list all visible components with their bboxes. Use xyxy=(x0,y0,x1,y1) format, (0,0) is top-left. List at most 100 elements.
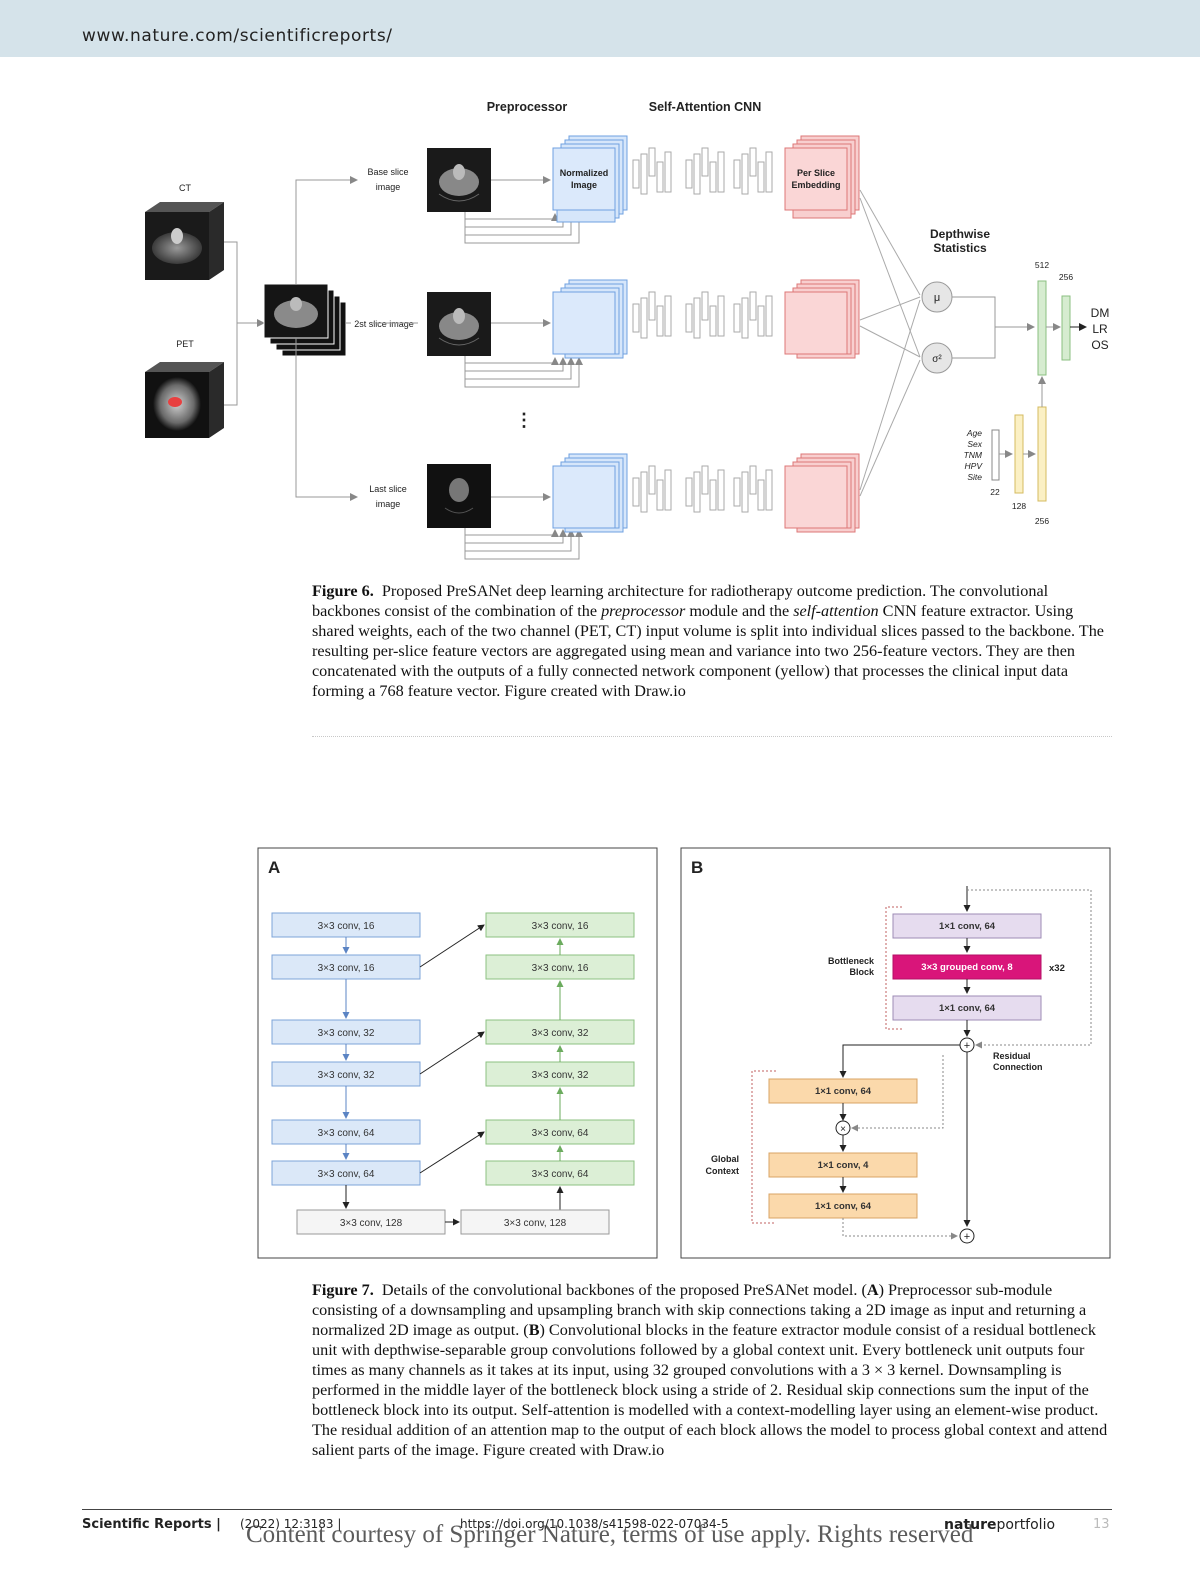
figure-7-caption: Figure 7. Details of the convolutional b… xyxy=(312,1281,1108,1459)
a-bottom-left: 3×3 conv, 128 xyxy=(340,1218,403,1229)
footer-brand: natureportfolio xyxy=(944,1517,1056,1533)
last-slice-label-1: Last slice xyxy=(369,484,407,494)
a-bottom-left-box xyxy=(296,1209,446,1235)
residual-path xyxy=(967,889,1092,1049)
fc-512 xyxy=(1037,280,1047,376)
panel-a-right-branch: 3×3 conv, 16 3×3 conv, 16 3×3 conv, 32 3… xyxy=(485,912,635,1210)
embedding-label-1: Per Slice xyxy=(797,168,835,178)
figure-separator xyxy=(312,736,1112,737)
figure-6-caption: Figure 6. Proposed PreSANet deep learnin… xyxy=(312,582,1104,700)
b-grouped: 3×3 grouped conv, 8 xyxy=(921,962,1012,973)
clin-tnm: TNM xyxy=(964,450,983,460)
fc-256 xyxy=(1061,295,1071,361)
clinical-input-vector xyxy=(991,429,1000,481)
footer-volume: (2022) 12:3183 | xyxy=(240,1517,342,1531)
row-base-slice: Normalized Image Per Slice Embedding xyxy=(464,135,860,244)
b-conv1: 1×1 conv, 64 xyxy=(939,921,996,932)
figure-6-diagram: Preprocessor Self-Attention CNN CT PET B… xyxy=(145,100,1110,560)
footer-journal: Scientific Reports | xyxy=(82,1517,221,1532)
dim-512: 512 xyxy=(1035,260,1049,270)
pet-volume xyxy=(145,362,224,438)
figure-7-diagram: A 3×3 conv, 16 3×3 conv, 16 3×3 conv, 32… xyxy=(257,847,1111,1259)
slice2-label: 2st slice image xyxy=(354,319,414,329)
output-lr: LR xyxy=(1092,322,1108,336)
dim-128: 128 xyxy=(1012,501,1026,511)
ellipsis: ⋮ xyxy=(515,410,533,430)
a-left-0: 3×3 conv, 16 xyxy=(318,921,375,932)
global-context-block: Global Context 1×1 conv, 64 × 1×1 conv, … xyxy=(706,1044,960,1240)
bottleneck-block: Bottleneck Block 1×1 conv, 64 3×3 groupe… xyxy=(828,886,1065,1037)
b-gc2: 1×1 conv, 4 xyxy=(818,1160,870,1171)
clin-site: Site xyxy=(967,472,982,482)
courtesy-watermark: Content courtesy of Springer Nature, ter… xyxy=(246,1521,974,1548)
b-gc3: 1×1 conv, 64 xyxy=(815,1201,872,1212)
a-right-3: 3×3 conv, 32 xyxy=(532,1070,589,1081)
b-conv2: 1×1 conv, 64 xyxy=(939,1003,996,1014)
output-plus: + xyxy=(964,1231,970,1243)
dim-256-top: 256 xyxy=(1059,272,1073,282)
output-add-node xyxy=(959,1228,975,1244)
residual-label-2: Connection xyxy=(993,1062,1043,1072)
aggregation-lines xyxy=(859,189,921,497)
multiply-symbol: × xyxy=(840,1124,846,1135)
residual-plus: + xyxy=(964,1040,970,1052)
last-slice-label-2: image xyxy=(376,499,401,509)
a-right-1: 3×3 conv, 16 xyxy=(532,963,589,974)
row-second-slice xyxy=(464,279,860,388)
last-slice-image xyxy=(427,464,491,528)
normalized-label-2: Image xyxy=(571,180,597,190)
output-os: OS xyxy=(1091,338,1108,352)
page-number: 13 xyxy=(1093,1517,1110,1532)
row-last-slice xyxy=(464,453,860,560)
base-slice-label-2: image xyxy=(376,182,401,192)
clin-sex: Sex xyxy=(967,439,982,449)
figure-7-label: Figure 7. xyxy=(312,1281,374,1299)
a-bottom-right: 3×3 conv, 128 xyxy=(504,1218,567,1229)
embedding-label-2: Embedding xyxy=(792,180,841,190)
a-bottom-right-box xyxy=(460,1209,610,1235)
clin-hpv: HPV xyxy=(965,461,984,471)
a-right-4: 3×3 conv, 64 xyxy=(532,1128,589,1139)
output-dm: DM xyxy=(1091,306,1110,320)
col-preprocessor-label: Preprocessor xyxy=(487,100,568,114)
figure-6-label: Figure 6. xyxy=(312,582,374,600)
mean-symbol: μ xyxy=(934,292,940,304)
clinical-inputs: Age Sex TNM HPV Site xyxy=(964,428,984,482)
bottleneck-label-2: Block xyxy=(849,967,875,977)
a-left-3: 3×3 conv, 32 xyxy=(318,1070,375,1081)
residual-label-1: Residual xyxy=(993,1051,1031,1061)
slice-stack xyxy=(263,283,347,357)
panel-b-label: B xyxy=(691,858,703,877)
depthwise-label-2: Statistics xyxy=(933,241,987,255)
panel-a-frame xyxy=(257,847,658,1259)
normalized-label-1: Normalized xyxy=(560,168,609,178)
page-header: www.nature.com/scientificreports/ xyxy=(0,0,1200,57)
footer-rule xyxy=(82,1509,1112,1510)
b-x32: x32 xyxy=(1049,963,1065,974)
footer-doi-link[interactable]: https://doi.org/10.1038/s41598-022-07034… xyxy=(460,1517,729,1531)
col-sacnn-label: Self-Attention CNN xyxy=(649,100,762,114)
dim-22: 22 xyxy=(990,487,1000,497)
global-label-2: Context xyxy=(706,1166,740,1176)
ct-volume xyxy=(145,202,224,280)
dim-256-bottom: 256 xyxy=(1035,516,1049,526)
a-right-0: 3×3 conv, 16 xyxy=(532,921,589,932)
a-left-2: 3×3 conv, 32 xyxy=(318,1028,375,1039)
a-left-4: 3×3 conv, 64 xyxy=(318,1128,375,1139)
clin-age: Age xyxy=(966,428,982,438)
b-gc1: 1×1 conv, 64 xyxy=(815,1086,872,1097)
journal-url[interactable]: www.nature.com/scientificreports/ xyxy=(82,26,393,46)
pet-label: PET xyxy=(176,339,194,349)
ct-label: CT xyxy=(179,183,191,193)
a-right-5: 3×3 conv, 64 xyxy=(532,1169,589,1180)
base-slice-label-1: Base slice xyxy=(367,167,408,177)
depthwise-label-1: Depthwise xyxy=(930,227,990,241)
a-right-2: 3×3 conv, 32 xyxy=(532,1028,589,1039)
variance-symbol: σ² xyxy=(932,354,942,365)
global-label-1: Global xyxy=(711,1154,739,1164)
bottleneck-label-1: Bottleneck xyxy=(828,956,875,966)
a-left-5: 3×3 conv, 64 xyxy=(318,1169,375,1180)
panel-a-left-branch: 3×3 conv, 16 3×3 conv, 16 3×3 conv, 32 3… xyxy=(271,912,421,1209)
panel-a-label: A xyxy=(268,858,280,877)
a-left-1: 3×3 conv, 16 xyxy=(318,963,375,974)
